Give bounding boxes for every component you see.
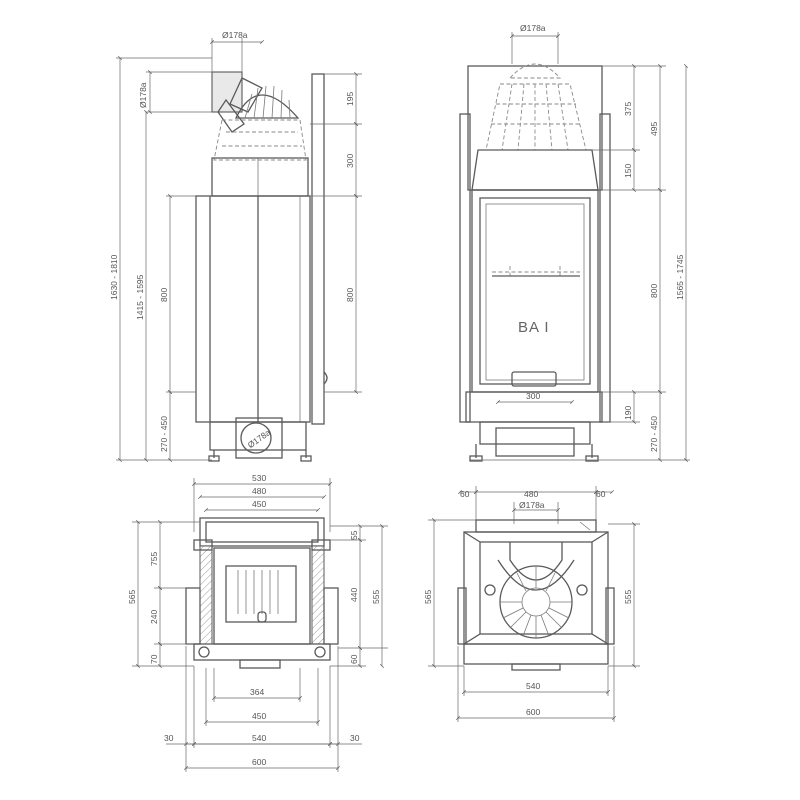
side-air-inlet [240,422,272,454]
plan-left-depth-565-label: 565 [127,590,137,604]
front-door-frame [471,189,599,393]
plan-left-width-364-label: 364 [250,687,264,697]
side-main-body [195,195,311,423]
side-height-door-right-label: 800 [345,288,355,302]
front-height-375-label: 375 [623,102,633,116]
plan-left-width-530-label: 530 [252,473,266,483]
plan-left-width-30-left-label: 30 [164,733,174,743]
side-height-total-label: 1630 - 1810 [109,254,119,300]
plan-right-depth-565-label: 565 [423,590,433,604]
plan-right-width-540-label: 540 [526,681,540,691]
plan-right-width-60-left-label: 60 [460,489,470,499]
side-height-195-label: 195 [345,92,355,106]
side-flue-side-label: Ø178a [138,82,148,108]
front-height-190-label: 190 [623,406,633,420]
front-flue-label: Ø178a [520,23,546,33]
plan-left-depth-240-label: 240 [149,610,159,624]
plan-right-width-60-right-label: 60 [596,489,606,499]
front-base-height-label: 270 - 450 [649,416,659,452]
plan-view-right: 60 480 60 Ø178a [423,486,640,722]
plan-left-depth-440-label: 440 [349,588,359,602]
plan-left-depth-555-label: 555 [371,590,381,604]
front-width-300-label: 300 [526,391,540,401]
plan-left-width-450-top-label: 450 [252,499,266,509]
plan-left-width-450-bottom-label: 450 [252,711,266,721]
front-height-800-label: 800 [649,284,659,298]
plan-left-insulation-right [311,545,325,645]
plan-right-width-600-label: 600 [526,707,540,717]
side-height-300-label: 300 [345,154,355,168]
front-model-label: BA I [518,319,550,336]
plan-left-width-600-label: 600 [252,757,266,767]
side-upper-body [211,157,309,197]
front-height-150-label: 150 [623,164,633,178]
front-height-total-label: 1565 - 1745 [675,254,685,300]
front-view: BA I Ø178a 300 375 150 495 800 19 [459,23,690,462]
plan-left-width-30-right-label: 30 [350,733,360,743]
plan-right-width-480-label: 480 [524,489,538,499]
side-flue-top-label: Ø178a [222,30,248,40]
plan-left-depth-60-label: 60 [349,654,359,664]
plan-left-depth-755-label: 755 [149,552,159,566]
side-door-panel [311,73,325,425]
plan-left-depth-70-label: 70 [149,654,159,664]
front-height-495-label: 495 [649,122,659,136]
side-height-door-left-label: 800 [159,288,169,302]
side-height-flue-label: 1415 - 1595 [135,274,145,320]
plan-left-depth-55-label: 55 [349,530,359,540]
side-dome [234,94,300,119]
plan-left-width-540-label: 540 [252,733,266,743]
side-flue-pipe [211,71,243,113]
plan-left-insulation-left [199,545,213,645]
side-base-height-label: 270 - 450 [159,416,169,452]
plan-right-depth-555-label: 555 [623,590,633,604]
front-door-handle [511,371,557,387]
plan-right-flue-label: Ø178a [519,500,545,510]
plan-view-left: 530 480 450 [127,473,388,772]
plan-left-width-480-label: 480 [252,486,266,496]
side-view: Ø178a Ø178a Ø178a 1630 - 1810 1415 - 159… [109,30,362,462]
